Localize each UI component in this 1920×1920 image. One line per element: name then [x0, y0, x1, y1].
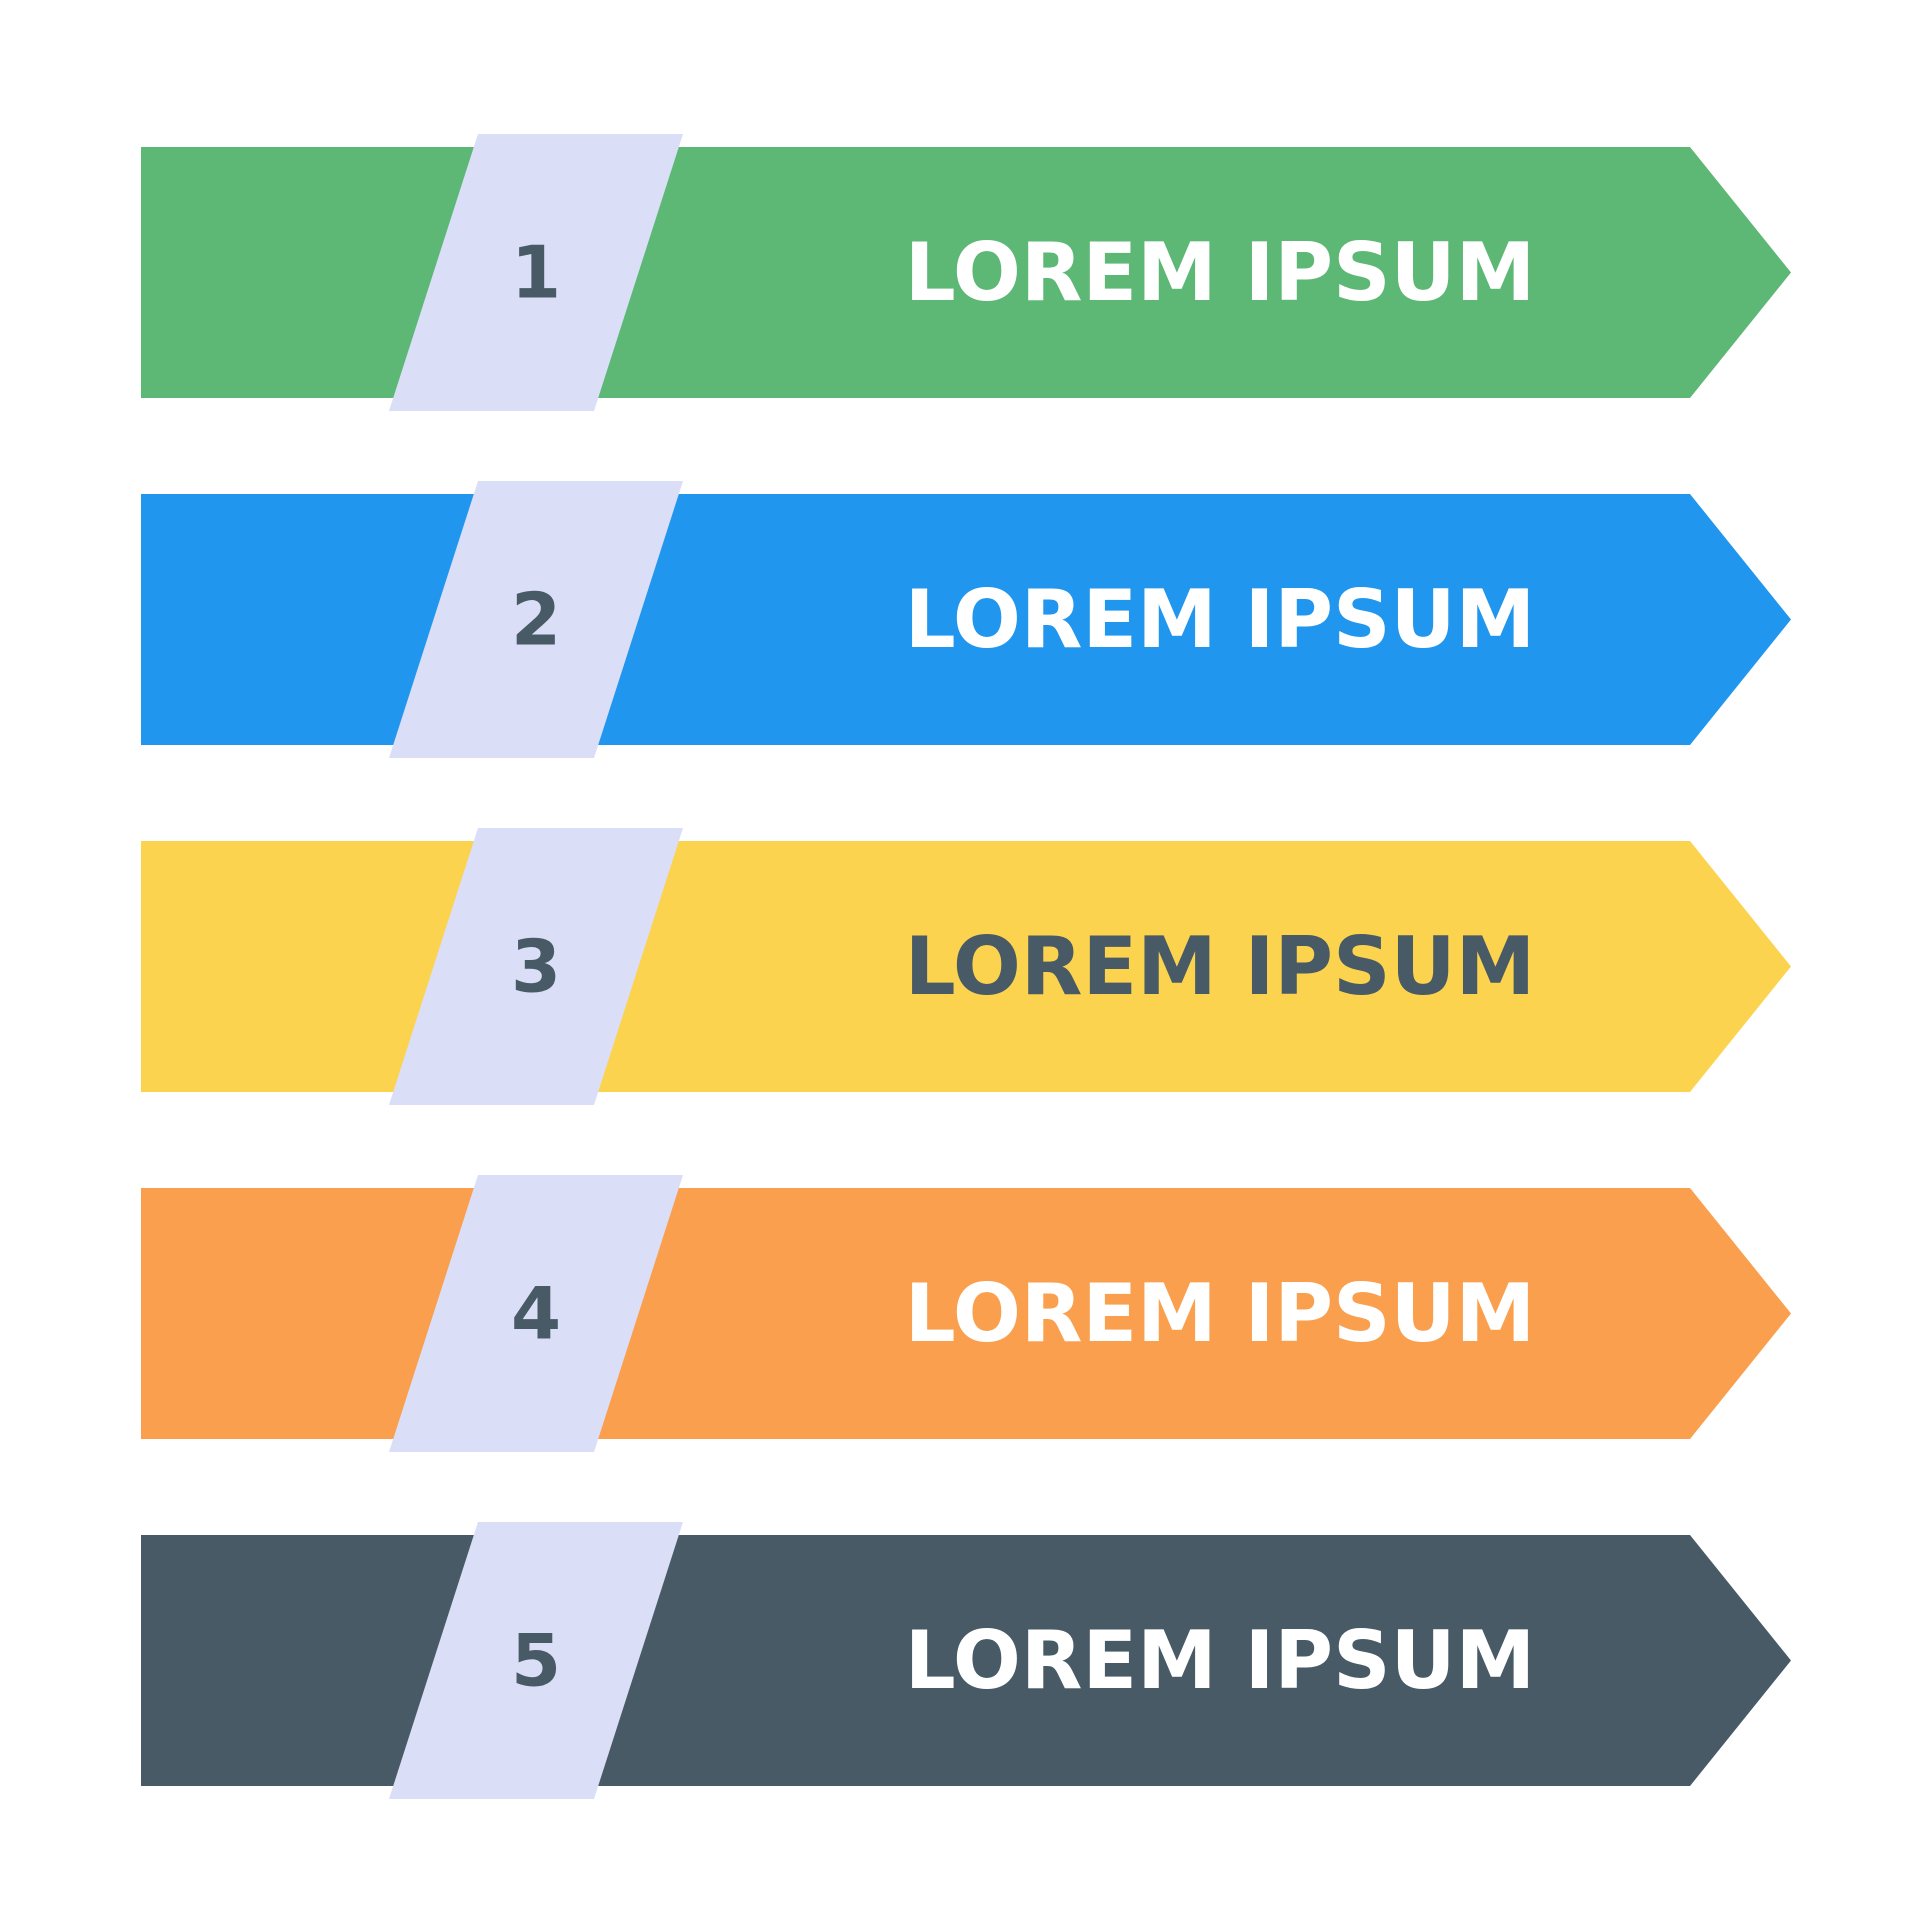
step-label: LOREM IPSUM	[905, 226, 1535, 319]
number-tab	[389, 828, 683, 1105]
step-number: 4	[511, 1272, 561, 1356]
number-tab	[389, 481, 683, 758]
step-label: LOREM IPSUM	[905, 573, 1535, 666]
step-4: 4 LOREM IPSUM	[141, 1175, 1791, 1452]
step-label: LOREM IPSUM	[905, 1614, 1535, 1707]
step-2: 2 LOREM IPSUM	[141, 481, 1791, 758]
step-label: LOREM IPSUM	[905, 920, 1535, 1013]
step-1: 1 LOREM IPSUM	[141, 134, 1791, 411]
number-tab	[389, 134, 683, 411]
step-number: 3	[511, 925, 561, 1009]
step-number: 5	[511, 1619, 561, 1703]
step-number: 1	[511, 231, 561, 315]
step-3: 3 LOREM IPSUM	[141, 828, 1791, 1105]
number-tab	[389, 1175, 683, 1452]
number-tab	[389, 1522, 683, 1799]
step-5: 5 LOREM IPSUM	[141, 1522, 1791, 1799]
step-label: LOREM IPSUM	[905, 1267, 1535, 1360]
step-number: 2	[511, 578, 561, 662]
